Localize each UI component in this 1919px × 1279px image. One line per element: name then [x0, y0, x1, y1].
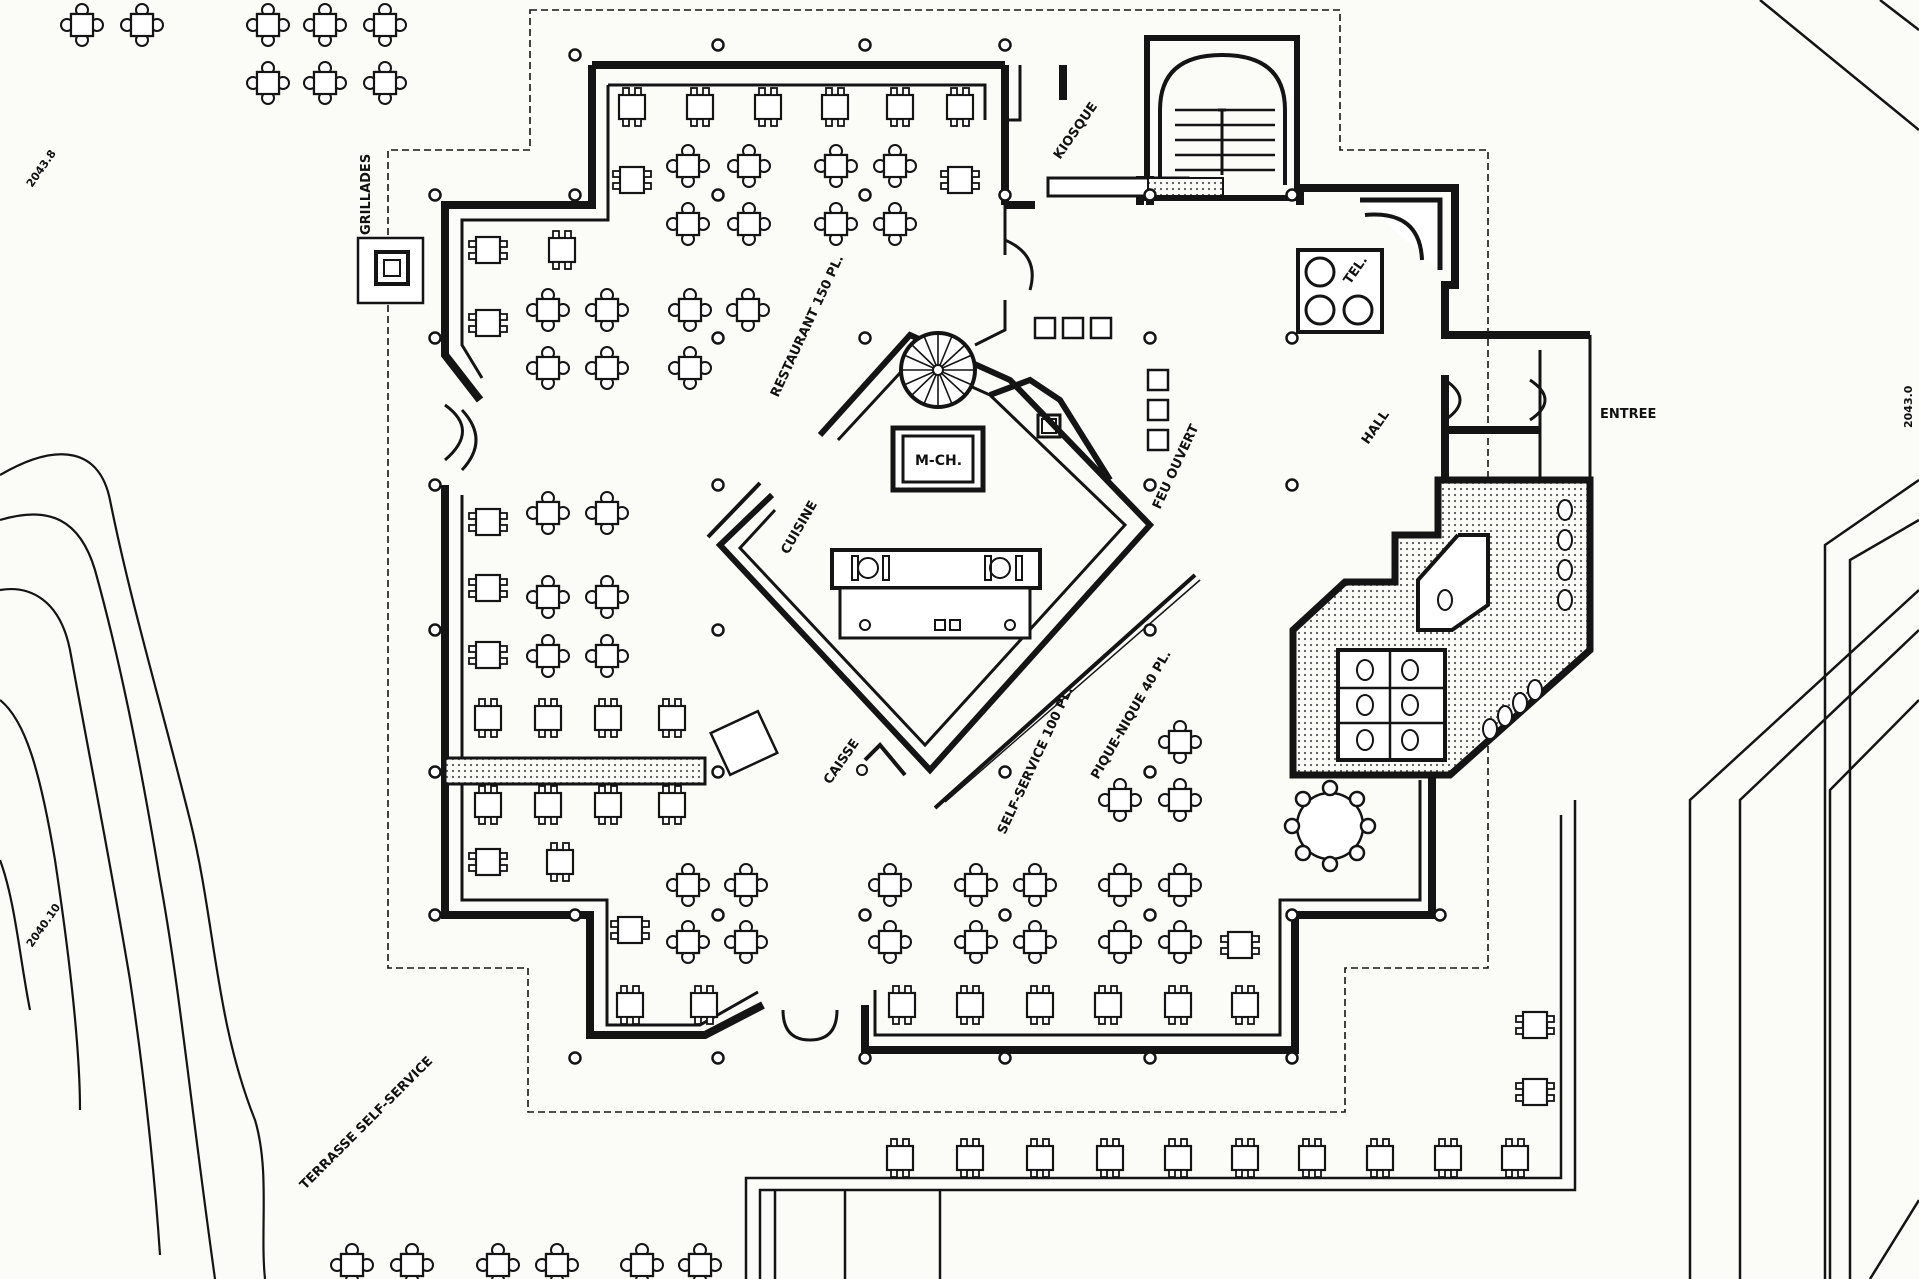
label-caisse: CAISSE	[821, 737, 863, 788]
site-paths	[744, 0, 1919, 1279]
label-pique-nique: PIQUE-NIQUE 40 PL.	[1088, 648, 1174, 782]
self-service-rail	[933, 573, 1201, 810]
grillades-block	[356, 236, 425, 305]
label-entree: ENTREE	[1600, 407, 1656, 422]
lockers	[1033, 316, 1170, 452]
sanitary-block	[1289, 476, 1594, 779]
terrace-boundary	[387, 9, 1489, 1113]
elevation-sw: 2040.10	[24, 901, 64, 950]
doors	[444, 238, 1592, 1042]
label-hall: HALL	[1359, 408, 1393, 447]
label-m-ch: M-CH.	[915, 453, 962, 469]
label-terrasse: TERRASSE SELF-SERVICE	[297, 1054, 436, 1193]
label-restaurant: RESTAURANT 150 PL.	[768, 253, 847, 400]
label-self-service: SELF-SERVICE 100 PL.	[995, 685, 1077, 837]
stair-tower	[1046, 35, 1300, 201]
kitchen-core	[706, 331, 1155, 777]
terrain-contours	[0, 453, 267, 1279]
label-grillades: GRILLADES	[359, 154, 374, 235]
label-cuisine: CUISINE	[778, 498, 820, 557]
tables-four-seat	[59, 2, 1203, 1279]
planter	[443, 709, 779, 786]
round-table	[1283, 779, 1377, 873]
elevation-east: 2043.0	[1902, 385, 1915, 428]
phone-area	[1296, 197, 1443, 334]
elevation-nw: 2043.8	[24, 147, 59, 189]
label-kiosque: KIOSQUE	[1051, 100, 1101, 163]
